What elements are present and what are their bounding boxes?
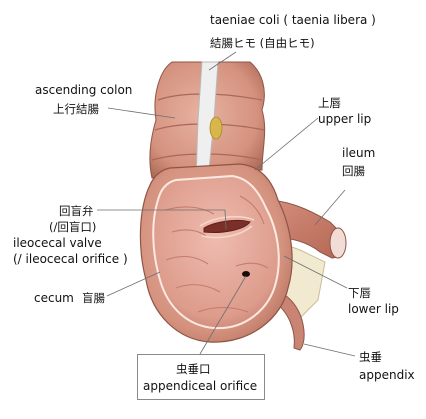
label-lower-lip-en: lower lip [348,302,399,316]
label-appendix-en: appendix [359,368,415,382]
label-ascending-en: ascending colon [35,83,133,97]
label-upper-lip-en: upper lip [318,112,372,126]
label-appendiceal-orifice-en: appendiceal orifice [143,379,258,393]
label-taeniae-jp: 結腸ヒモ (自由ヒモ) [210,36,315,50]
cecum-interior [152,174,280,330]
ileum-lumen [329,227,347,259]
label-appendiceal-orifice-jp: 虫垂口 [176,362,211,376]
ileocecal-orifice [203,219,251,233]
label-valve-jp: 回盲弁 [59,204,94,218]
label-ileum-en: ileum [342,146,376,160]
fat-appendage [209,116,223,140]
label-ascending-jp: 上行結腸 [53,102,99,116]
leader-lines [97,51,356,357]
label-cecum-en: cecum [34,291,74,305]
label-orifice-en-alt: (/ ileocecal orifice ) [13,252,128,266]
label-lower-lip-jp: 下唇 [348,286,371,300]
label-valve-en: ileocecal valve [13,236,102,250]
label-taeniae-en: taeniae coli ( taenia libera ) [210,13,376,27]
appendiceal-orifice [242,271,250,277]
label-cecum-jp: 盲腸 [82,291,105,305]
label-upper-lip-jp: 上唇 [318,96,341,110]
label-orifice-jp-alt: (/回盲口) [49,220,97,234]
label-appendix-jp: 虫垂 [359,350,382,364]
label-ileum-jp: 回腸 [342,164,365,178]
appendiceal-orifice-box [137,354,265,400]
